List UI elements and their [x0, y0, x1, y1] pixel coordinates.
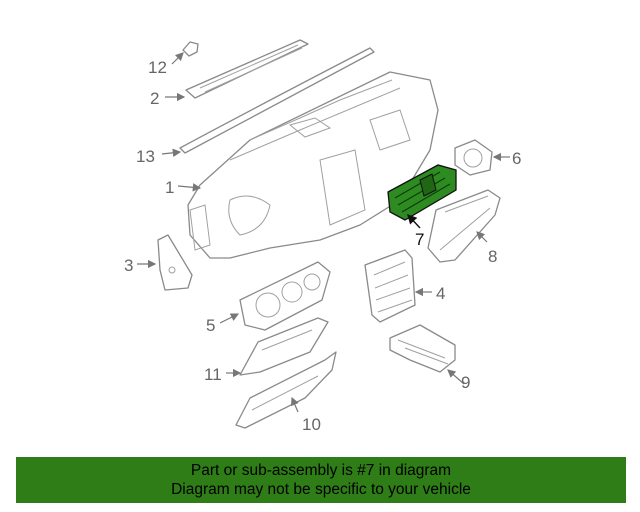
- leader-9: [447, 369, 465, 385]
- callout-13: 13: [136, 147, 155, 166]
- part-7-center-vent-highlighted: [387, 164, 457, 221]
- callout-1: 1: [165, 178, 174, 197]
- part-8-trim-panel: [427, 189, 501, 263]
- callout-9: 9: [461, 373, 470, 392]
- callout-5: 5: [206, 316, 215, 335]
- part-2-defroster-grille: [185, 39, 309, 99]
- leader-8: [476, 231, 488, 243]
- callout-10: 10: [302, 415, 321, 434]
- part-12-clip: [182, 41, 199, 57]
- banner-line-disclaimer: Diagram may not be specific to your vehi…: [171, 481, 471, 498]
- leader-5: [219, 313, 240, 324]
- callout-3: 3: [124, 256, 133, 275]
- leader-12: [171, 52, 184, 65]
- callout-4: 4: [436, 284, 445, 303]
- leader-13: [161, 148, 182, 157]
- part-3-end-cap: [157, 234, 193, 291]
- leader-7: [407, 213, 421, 229]
- banner-line-part-info: Part or sub-assembly is #7 in diagram: [190, 462, 452, 479]
- part-13-seal: [179, 47, 375, 154]
- part-9-bracket: [389, 324, 456, 373]
- callout-12: 12: [148, 58, 167, 77]
- part-1-instrument-panel: [187, 71, 439, 259]
- callout-8: 8: [488, 247, 497, 266]
- callout-7: 7: [415, 230, 424, 249]
- part-11-lower-cover: [239, 317, 329, 376]
- leader-10: [290, 396, 299, 413]
- callout-2: 2: [150, 89, 159, 108]
- callout-11: 11: [204, 365, 222, 384]
- part-4-center-bezel: [364, 249, 416, 323]
- parts-diagram: 12 2 13 1 3 6 7 8 4 5 11 9 10: [124, 39, 521, 434]
- callout-6: 6: [512, 149, 521, 168]
- part-10-knee-panel: [235, 351, 337, 429]
- part-6-side-vent: [454, 139, 493, 176]
- info-banner: Part or sub-assembly is #7 in diagram Di…: [16, 457, 626, 503]
- leader-1: [177, 183, 202, 192]
- part-5-cluster-bezel: [239, 261, 331, 331]
